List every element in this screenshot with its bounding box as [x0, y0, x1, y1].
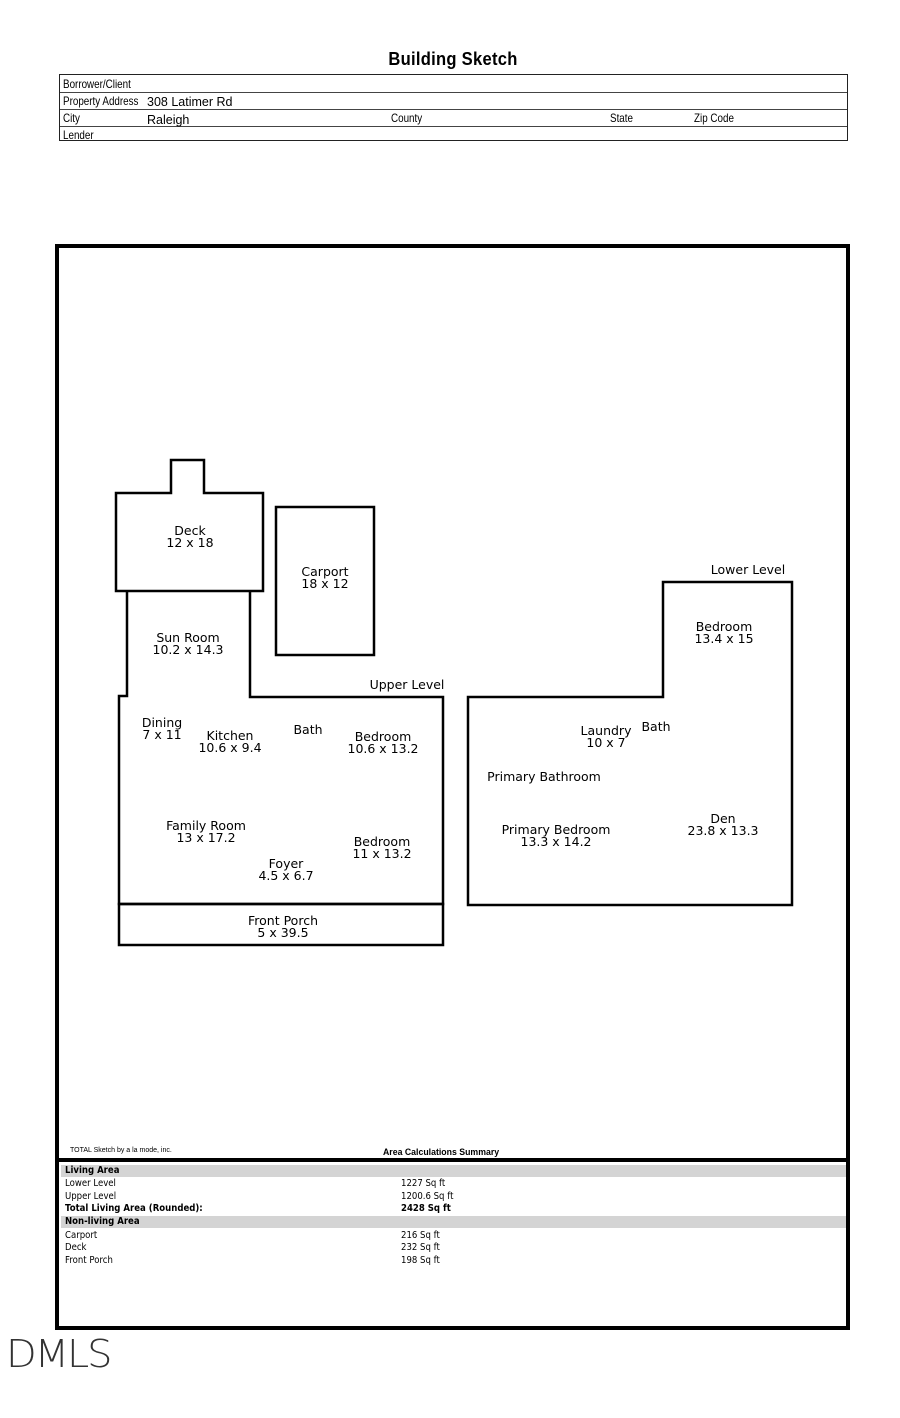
- carport-outline: [274, 505, 376, 657]
- lower-level-area-label: Lower Level: [65, 1178, 116, 1189]
- carport-area-value: 216 Sq ft: [401, 1230, 440, 1241]
- address-label: Property Address: [63, 94, 139, 108]
- lower-level-label: Lower Level: [710, 562, 786, 577]
- city-label: City: [63, 111, 80, 125]
- address-row: Property Address 308 Latimer Rd: [60, 92, 847, 110]
- dmls-watermark-logo: DMLS: [6, 1332, 112, 1376]
- living-area-band: [61, 1165, 846, 1177]
- upper-level-area-value: 1200.6 Sq ft: [401, 1191, 454, 1202]
- nonliving-area-band: [61, 1216, 846, 1228]
- room-upper-bath: Bath: [293, 722, 323, 737]
- software-credit: TOTAL Sketch by a la mode, inc.: [70, 1147, 172, 1154]
- nonliving-area-header: Non-living Area: [65, 1216, 140, 1227]
- city-row: City Raleigh County State Zip Code: [60, 109, 847, 127]
- area-summary-title: Area Calculations Summary: [383, 1147, 500, 1158]
- borrower-label: Borrower/Client: [63, 77, 131, 91]
- document-title: Building Sketch: [388, 49, 518, 69]
- room-lower-bath: Bath: [641, 719, 671, 734]
- address-value: 308 Latimer Rd: [147, 95, 233, 109]
- lender-label: Lender: [63, 128, 94, 142]
- deck-area-value: 232 Sq ft: [401, 1242, 440, 1253]
- borrower-row: Borrower/Client: [60, 75, 847, 93]
- sketch-frame: [55, 244, 850, 1330]
- front-porch-area-value: 198 Sq ft: [401, 1255, 440, 1266]
- lender-row: Lender: [60, 126, 847, 143]
- summary-divider: [57, 1158, 848, 1162]
- room-primary-bathroom: Primary Bathroom: [487, 769, 601, 784]
- zip-label: Zip Code: [694, 111, 734, 125]
- total-living-area-label: Total Living Area (Rounded):: [65, 1203, 203, 1214]
- front-porch-outline: [117, 902, 445, 947]
- lower-level-outline: [466, 580, 794, 907]
- living-area-header: Living Area: [65, 1165, 120, 1176]
- lower-level-area-value: 1227 Sq ft: [401, 1178, 446, 1189]
- upper-level-area-label: Upper Level: [65, 1191, 117, 1202]
- property-info-table: Borrower/Client Property Address 308 Lat…: [59, 74, 848, 143]
- total-living-area-value: 2428 Sq ft: [401, 1203, 451, 1214]
- city-value: Raleigh: [147, 113, 190, 127]
- deck-area-label: Deck: [65, 1242, 87, 1253]
- front-porch-area-label: Front Porch: [65, 1255, 113, 1266]
- county-label: County: [391, 111, 423, 125]
- upper-level-label: Upper Level: [369, 677, 445, 692]
- carport-area-label: Carport: [65, 1230, 98, 1241]
- state-label: State: [610, 111, 633, 125]
- deck-outline: [114, 458, 265, 593]
